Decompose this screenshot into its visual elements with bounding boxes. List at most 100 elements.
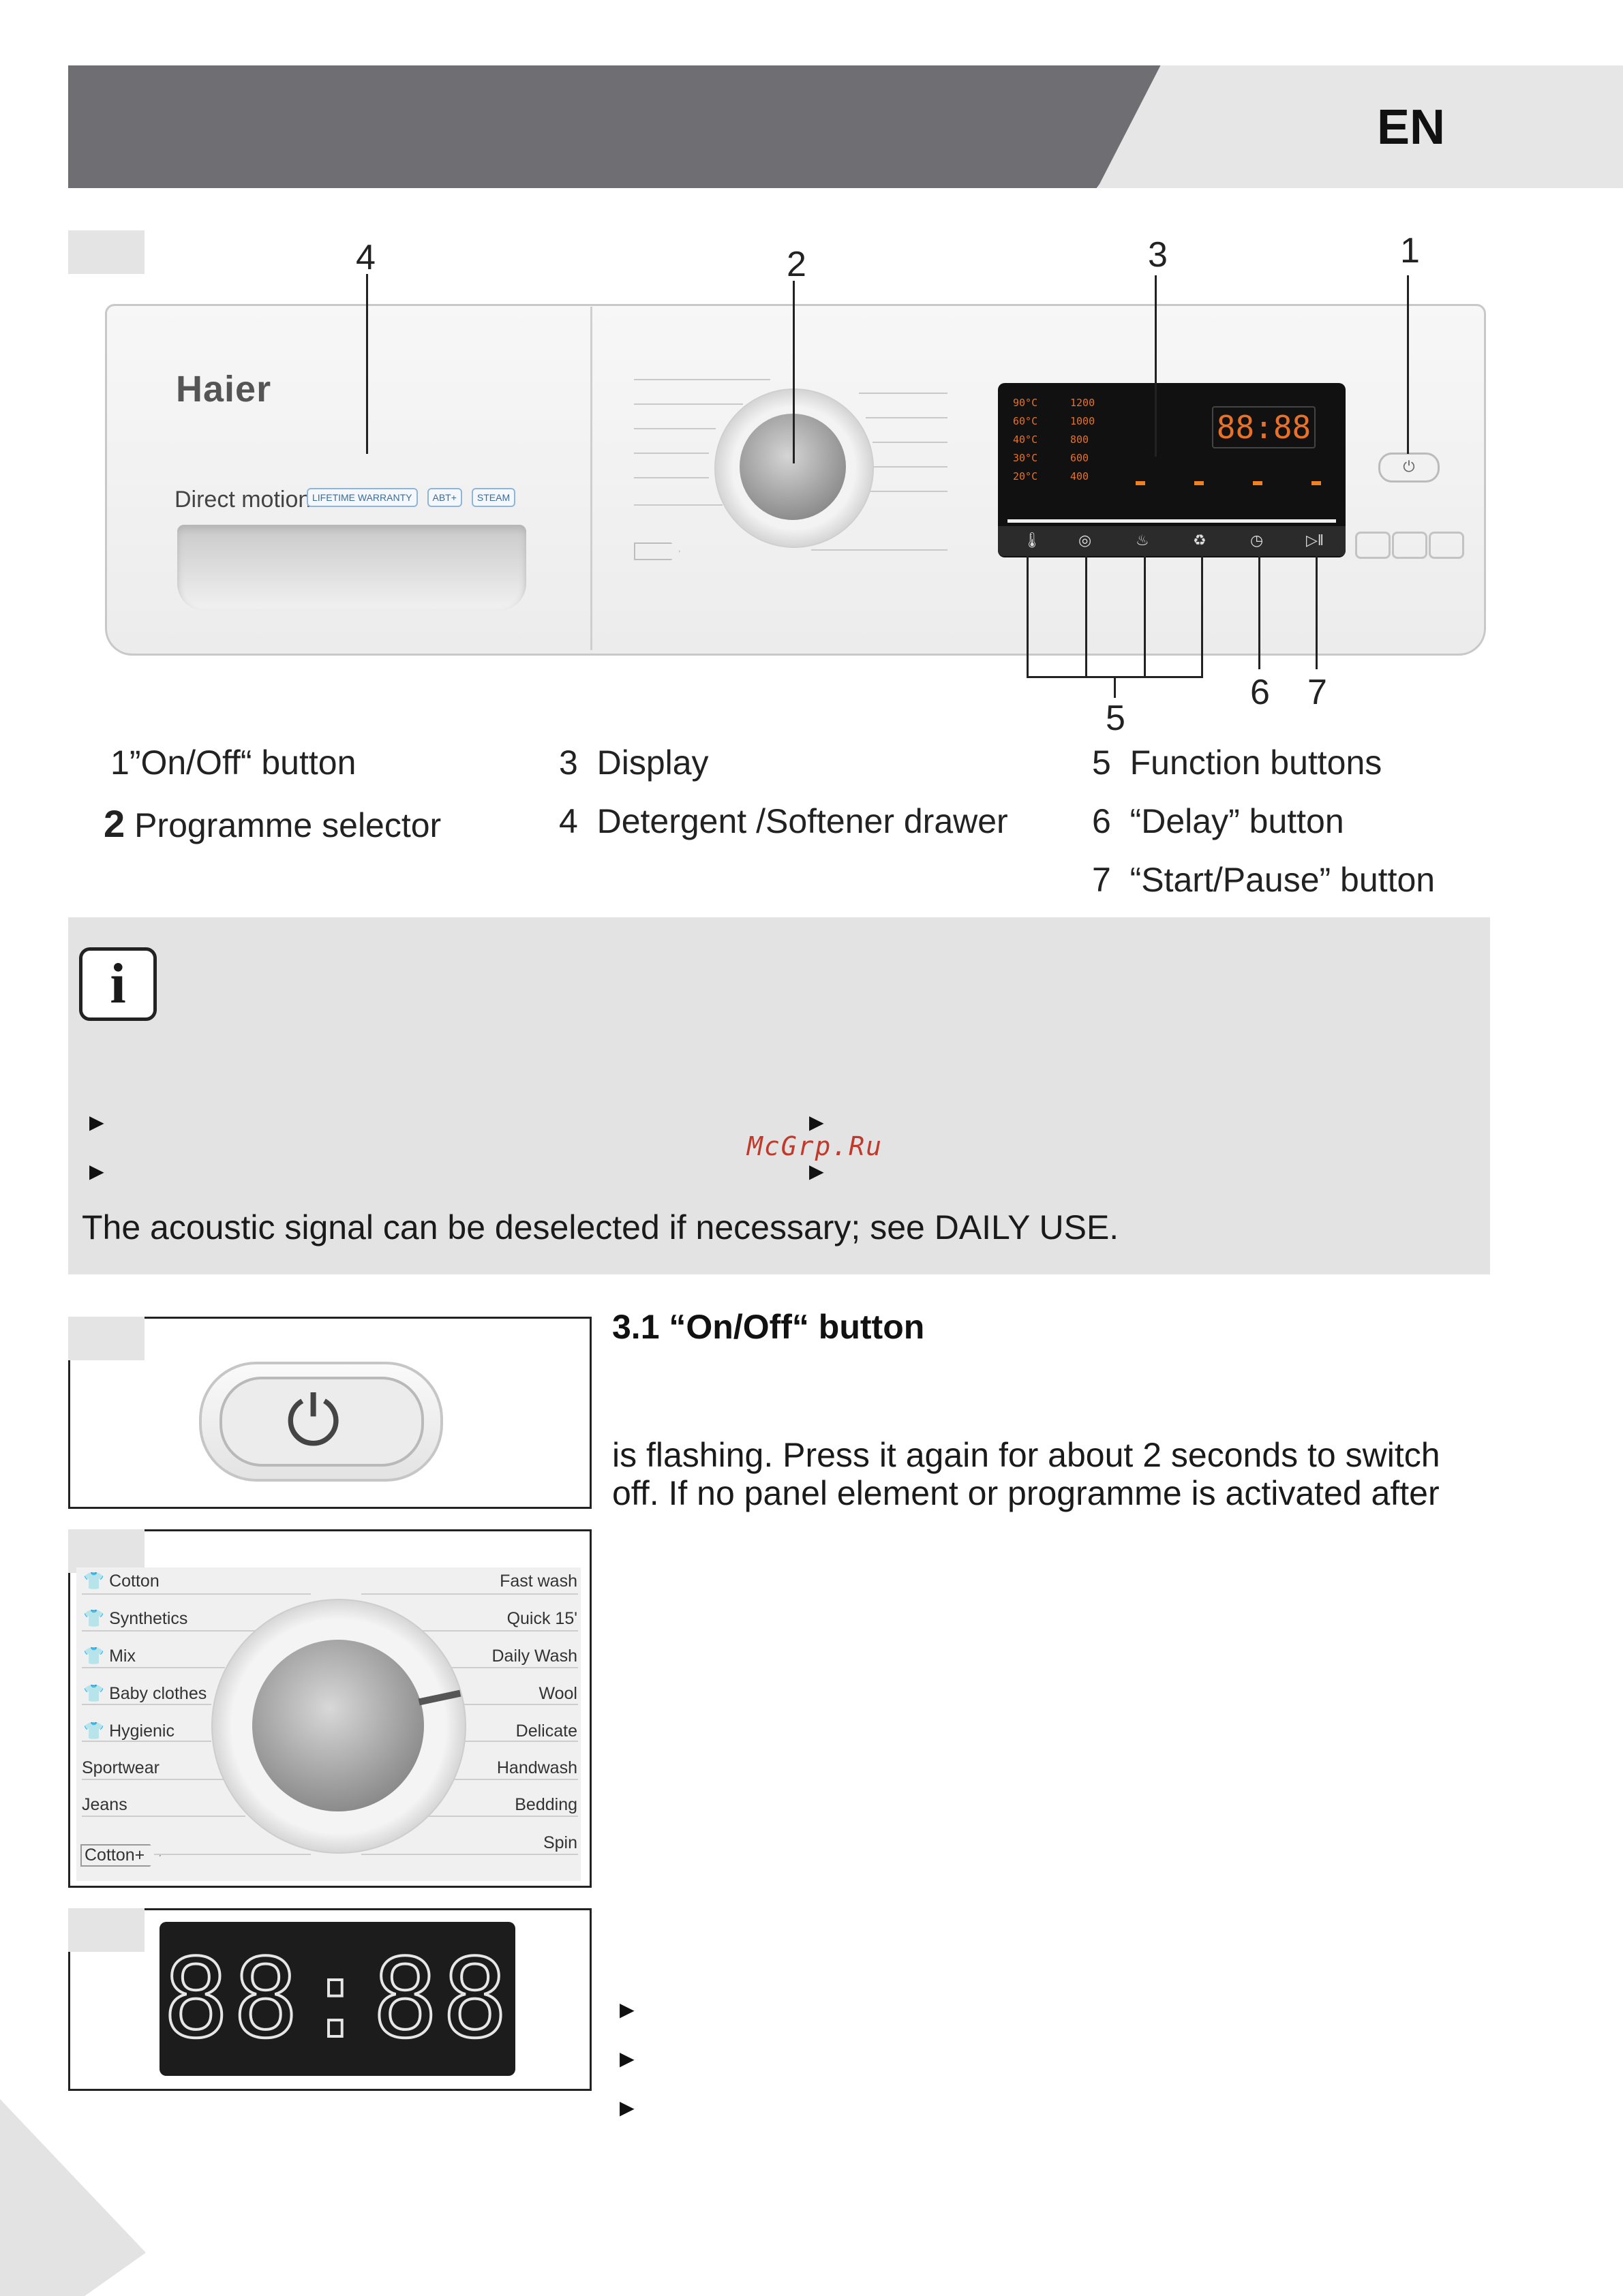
power-button-inner[interactable] (219, 1377, 424, 1467)
figure-tag (68, 1908, 145, 1952)
delay-button-icon[interactable]: ◷ (1250, 532, 1264, 549)
programme-cotton[interactable]: 👕 Cotton (83, 1572, 160, 1591)
legend-label: “Start/Pause” button (1129, 861, 1436, 899)
touch-button[interactable] (1392, 532, 1427, 559)
extra-rinse-button-icon[interactable]: ♻ (1193, 532, 1207, 549)
selector-line (361, 1593, 578, 1595)
legend-item-4: 4 Detergent /Softener drawer (559, 801, 1008, 841)
indicator-dash (1194, 481, 1204, 485)
programme-handwash[interactable]: Handwash (496, 1758, 577, 1777)
programme-sportwear[interactable]: Sportwear (82, 1758, 160, 1777)
speed-800: 800 (1070, 433, 1089, 446)
spin-button-icon[interactable]: ◎ (1078, 532, 1092, 549)
programme-quick-15[interactable]: Quick 15' (506, 1609, 577, 1628)
programme-selector-knob[interactable] (252, 1640, 424, 1811)
speed-400: 400 (1070, 470, 1089, 483)
selector-line (82, 1704, 211, 1705)
programme-line (866, 417, 947, 418)
power-button-small[interactable]: ⏻ (1378, 453, 1440, 483)
selector-line (82, 1779, 225, 1780)
programme-bedding[interactable]: Bedding (515, 1795, 577, 1814)
language-tab (1097, 65, 1623, 188)
bullet-arrow-icon: ► (615, 2045, 639, 2072)
power-icon: ⏻ (286, 1383, 341, 1459)
speed-list: 1200 1000 800 600 400 (1070, 397, 1095, 483)
legend-label: Display (596, 744, 709, 782)
selector-line (82, 1816, 245, 1817)
programme-delicate[interactable]: Delicate (515, 1721, 577, 1741)
programme-line (634, 403, 743, 405)
programme-line (634, 477, 709, 478)
feature-badges: LIFETIME WARRANTY ABT+ STEAM (307, 488, 516, 507)
bullet-arrow-icon: ► (615, 1995, 639, 2023)
option-button-icon[interactable]: ♨ (1136, 532, 1149, 549)
programme-hygienic[interactable]: 👕 Hygienic (83, 1721, 175, 1741)
callout-1: 1 (1400, 231, 1420, 271)
figure-tag (68, 1529, 145, 1573)
callout-line-1 (1407, 275, 1409, 454)
bullet-arrow-icon: ► (85, 1157, 109, 1185)
time-readout: 88:88 (1212, 406, 1316, 448)
brand-logo: Haier (176, 369, 272, 410)
info-box (68, 917, 1490, 1274)
programme-arrow (634, 542, 680, 560)
temperature-button-icon[interactable]: 🌡 (1022, 532, 1042, 549)
temp-30: 30°C (1013, 452, 1038, 464)
info-icon: i (79, 947, 157, 1021)
callout-line-5d (1201, 556, 1203, 677)
programme-baby-clothes[interactable]: 👕 Baby clothes (83, 1684, 207, 1703)
page-corner (0, 2099, 146, 2296)
callout-7: 7 (1307, 673, 1327, 712)
programme-jeans[interactable]: Jeans (82, 1795, 127, 1814)
programme-cotton-plus[interactable]: Cotton+ (80, 1844, 162, 1867)
programme-line (811, 549, 947, 551)
bullet-arrow-icon: ► (804, 1108, 829, 1136)
bullet-arrow-icon: ► (615, 2094, 639, 2122)
speed-600: 600 (1070, 452, 1089, 464)
temperature-list: 90°C 60°C 40°C 30°C 20°C (1013, 397, 1037, 483)
legend-label: ”On/Off“ button (129, 744, 357, 782)
selector-line (82, 1667, 225, 1668)
badge-steam: STEAM (471, 488, 516, 507)
temp-40: 40°C (1013, 433, 1038, 446)
legend-item-3: 3 Display (559, 743, 709, 782)
programme-line (634, 379, 770, 380)
paragraph-line-1: is flashing. Press it again for about 2 … (612, 1436, 1440, 1474)
programme-mix[interactable]: 👕 Mix (83, 1647, 136, 1666)
legend-item-2: 2 Programme selector (104, 801, 441, 846)
detergent-drawer[interactable] (177, 525, 526, 611)
programme-line (866, 491, 947, 492)
temp-20: 20°C (1013, 470, 1038, 483)
programme-wool[interactable]: Wool (539, 1684, 577, 1703)
programme-daily-wash[interactable]: Daily Wash (491, 1647, 578, 1666)
panel-divider (590, 307, 592, 650)
legend-num: 6 (1092, 802, 1111, 840)
callout-line-5a (1027, 556, 1029, 677)
header-bar (68, 65, 1186, 188)
legend-item-1: 1”On/Off“ button (110, 743, 356, 782)
programme-label: Mix (109, 1647, 136, 1666)
start-pause-button-icon[interactable]: ▷‖ (1306, 532, 1324, 549)
selector-line (361, 1854, 578, 1855)
legend-label: “Delay” button (1129, 802, 1344, 840)
indicator-dash (1253, 481, 1262, 485)
legend-label: Programme selector (134, 806, 442, 844)
programme-spin[interactable]: Spin (543, 1833, 577, 1852)
programme-line (873, 466, 947, 468)
legend-num: 5 (1092, 744, 1111, 782)
touch-button[interactable] (1355, 532, 1391, 559)
callout-line-5b (1085, 556, 1087, 677)
touch-button[interactable] (1429, 532, 1464, 559)
callout-line-7 (1316, 556, 1318, 669)
legend-num: 2 (104, 802, 125, 845)
figure-tag (68, 230, 145, 274)
programme-label: Baby clothes (109, 1684, 207, 1703)
selector-line (443, 1667, 578, 1668)
programme-line (634, 453, 709, 454)
selector-line (82, 1630, 266, 1632)
programme-synthetics[interactable]: 👕 Synthetics (83, 1609, 188, 1628)
selector-line (82, 1741, 211, 1742)
speed-1200: 1200 (1070, 397, 1095, 409)
programme-fast-wash[interactable]: Fast wash (500, 1572, 577, 1591)
display-separator (1007, 519, 1336, 523)
